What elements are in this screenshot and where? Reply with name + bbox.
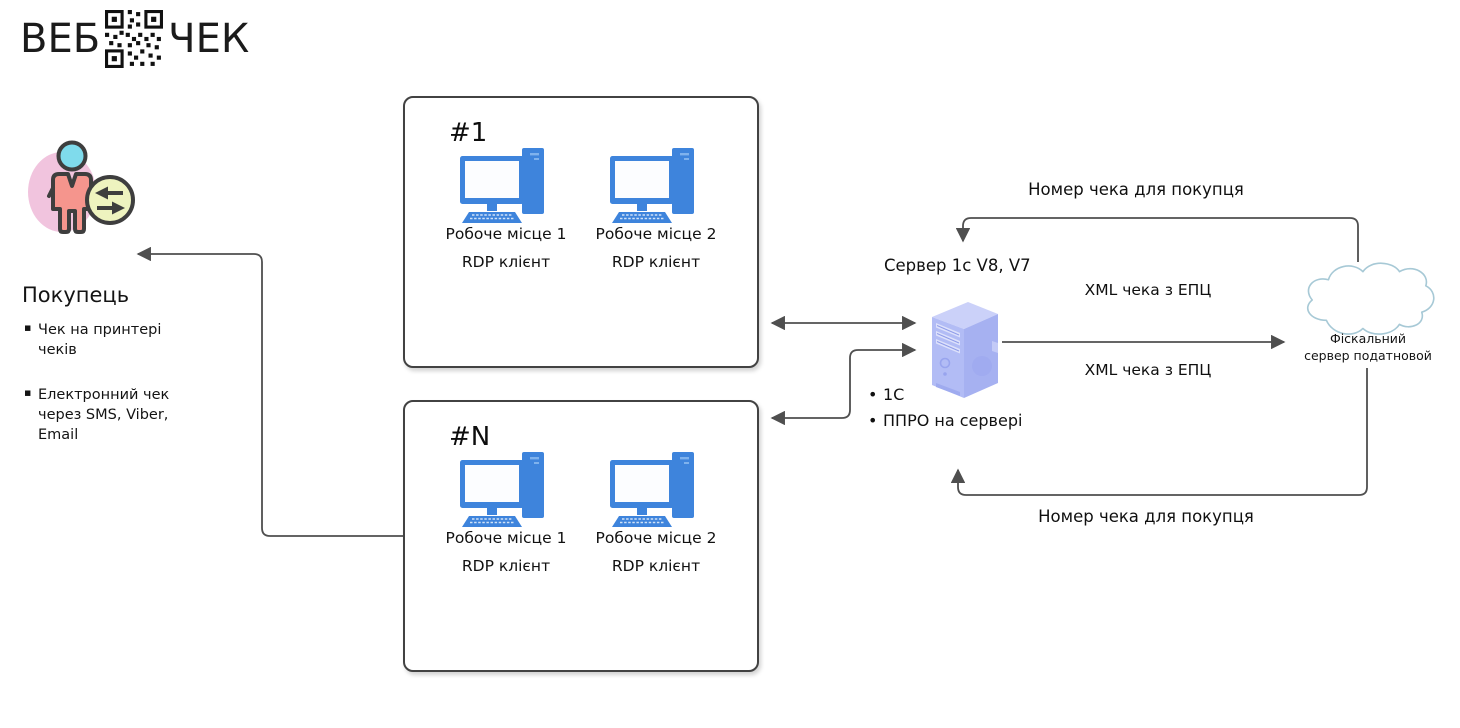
server-bullet-1c: 1С (868, 385, 1022, 404)
cloud-icon (1307, 262, 1435, 335)
computer-icon (460, 452, 544, 527)
buyer-title: Покупець (22, 283, 130, 307)
server-bullet-list: 1С ППРО на сервері (868, 385, 1022, 437)
buyer-bullet-electronic: Електронний чек через SMS, Viber, Email (24, 385, 182, 446)
buyer-bullet-printer: Чек на принтері чеків (24, 320, 182, 361)
workstation: Робоче місце 2 RDP клієнт (581, 452, 731, 575)
workstation-name: Робоче місце 2 (595, 529, 717, 547)
label-xml-check-top: XML чека з ЕПЦ (1084, 281, 1212, 299)
label-xml-check-bottom: XML чека з ЕПЦ (1084, 361, 1212, 379)
workstation-role: RDP клієнт (611, 557, 701, 575)
server-tower-icon (932, 302, 998, 398)
server-bullet-ppro: ППРО на сервері (868, 411, 1022, 430)
qr-code-icon (105, 10, 164, 68)
person-exchange-icon (28, 140, 135, 234)
buyer-bullet-list: Чек на принтері чеків Електронний чек че… (24, 320, 182, 469)
fiscal-cloud-label-line2: сервер податновой (1304, 347, 1432, 363)
workstation: Робоче місце 2 RDP клієнт (581, 148, 731, 271)
workgroup-n-box: #N Робоче місце 1 RDP клієнт (403, 400, 759, 672)
workgroup-1-box: #1 Робоче місце 1 RDP клієнт (403, 96, 759, 368)
workstation: Робоче місце 1 RDP клієнт (431, 452, 581, 575)
logo-text-web: ВЕБ (20, 16, 101, 62)
workgroup-1-label: #1 (449, 118, 488, 148)
workstation-name: Робоче місце 1 (445, 529, 567, 547)
workgroup-n-label: #N (449, 422, 491, 452)
workstation-role: RDP клієнт (461, 253, 551, 271)
fiscal-cloud-label-line1: Фіскальний (1329, 331, 1407, 346)
workgroup-n-row: Робоче місце 1 RDP клієнт Робоче місце 2… (405, 452, 757, 575)
workstation-role: RDP клієнт (611, 253, 701, 271)
server-title: Сервер 1с V8, V7 (884, 256, 1031, 275)
workstation-name: Робоче місце 1 (445, 225, 567, 243)
computer-icon (610, 452, 694, 527)
computer-icon (610, 148, 694, 223)
computer-icon (460, 148, 544, 223)
workstation-role: RDP клієнт (461, 557, 551, 575)
label-receipt-number-bottom: Номер чека для покупця (1038, 507, 1254, 526)
workstation: Робоче місце 1 RDP клієнт (431, 148, 581, 271)
logo-text-chek: ЧЕК (168, 16, 250, 62)
workgroup-1-row: Робоче місце 1 RDP клієнт Робоче місце 2… (405, 148, 757, 271)
label-receipt-number-top: Номер чека для покупця (1028, 180, 1244, 199)
logo: ВЕБ ЧЕК (20, 10, 249, 68)
workstation-name: Робоче місце 2 (595, 225, 717, 243)
fiscal-cloud-label: Фіскальний сервер податновой (1286, 331, 1450, 365)
